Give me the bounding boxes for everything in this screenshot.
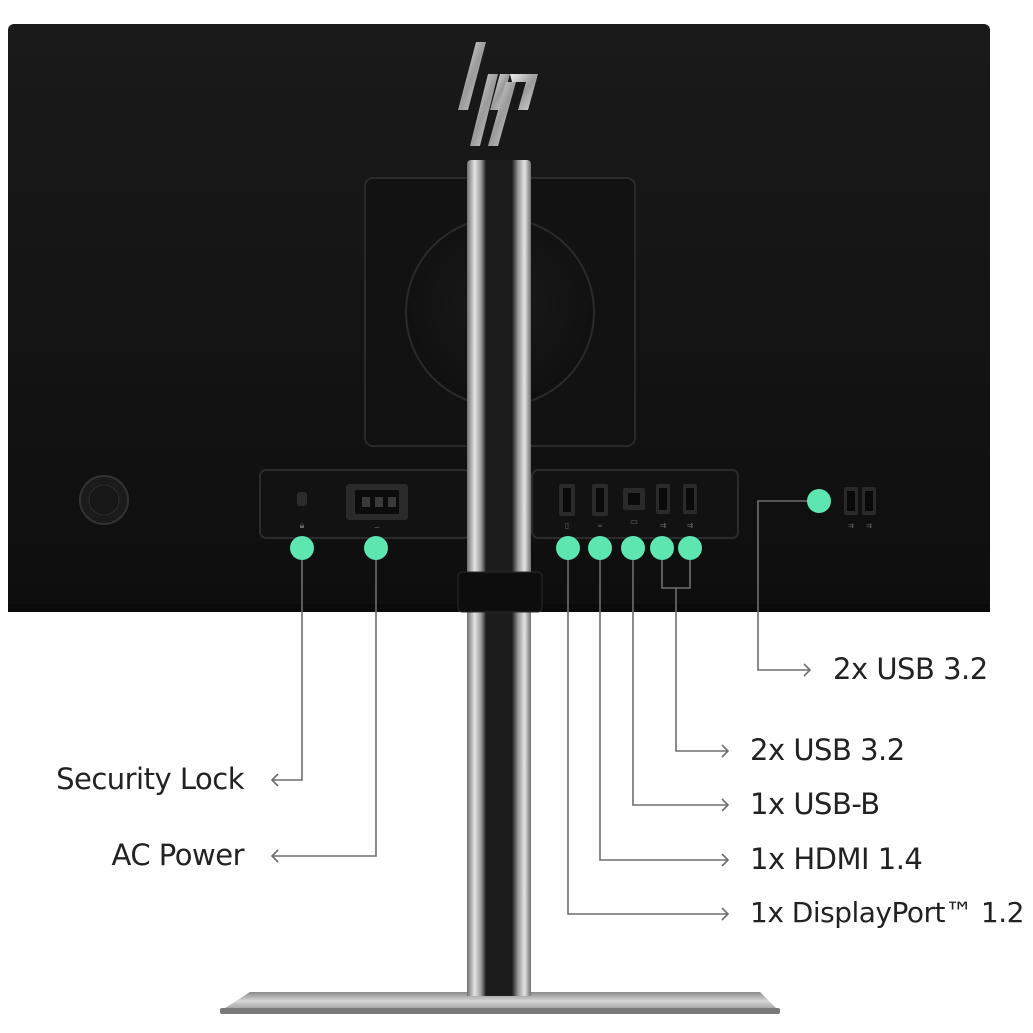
arrow-right-icon [721, 798, 730, 812]
power-button[interactable] [79, 475, 129, 525]
arrow-right-icon [803, 663, 812, 677]
dot-security-lock [290, 536, 314, 560]
callout-arrows [270, 663, 812, 921]
dot-usb-rear-1 [650, 536, 674, 560]
dot-usb-rear-2 [678, 536, 702, 560]
arrow-left-icon [270, 849, 279, 863]
dot-hdmi [588, 536, 612, 560]
left-port-panel: 🔒︎ ~ [259, 469, 471, 539]
dot-usb-b [621, 536, 645, 560]
hp-logo-icon [458, 42, 538, 146]
arrow-left-icon [270, 773, 279, 787]
svg-text:▭: ▭ [630, 517, 638, 526]
svg-text:▯: ▯ [565, 521, 569, 530]
svg-text:~: ~ [374, 523, 381, 532]
stand-neck-upper [457, 160, 543, 613]
stand-base [220, 992, 780, 1014]
label-hdmi: 1x HDMI 1.4 [750, 842, 923, 876]
label-usb-b: 1x USB-B [750, 787, 880, 821]
cable-clip [457, 571, 543, 613]
svg-text:⇉: ⇉ [660, 521, 667, 530]
label-usb-side: 2x USB 3.2 [833, 652, 988, 686]
svg-text:═: ═ [597, 522, 603, 530]
security-lock-slot [297, 492, 307, 506]
arrow-right-icon [721, 744, 730, 758]
right-port-panel: ▯ ═ ▭ ⇉ ⇉ [531, 469, 739, 539]
svg-text:⇉: ⇉ [866, 522, 872, 530]
lock-icon: 🔒︎ [300, 521, 305, 531]
dot-displayport [556, 536, 580, 560]
label-security-lock: Security Lock [56, 762, 244, 796]
stand-neck [467, 600, 531, 996]
label-usb-rear: 2x USB 3.2 [750, 733, 905, 767]
callout-lines [272, 500, 819, 915]
arrow-right-icon [721, 907, 730, 921]
label-ac-power: AC Power [111, 838, 245, 872]
arrow-right-icon [721, 853, 730, 867]
side-usb-ports: ⇉ ⇉ [844, 487, 876, 530]
callout-dots [290, 489, 831, 560]
svg-text:⇉: ⇉ [848, 522, 854, 530]
label-displayport: 1x DisplayPort™ 1.2 [750, 896, 1024, 929]
dot-usb-side [807, 489, 831, 513]
svg-text:⇉: ⇉ [687, 521, 694, 530]
dot-ac-power [364, 536, 388, 560]
